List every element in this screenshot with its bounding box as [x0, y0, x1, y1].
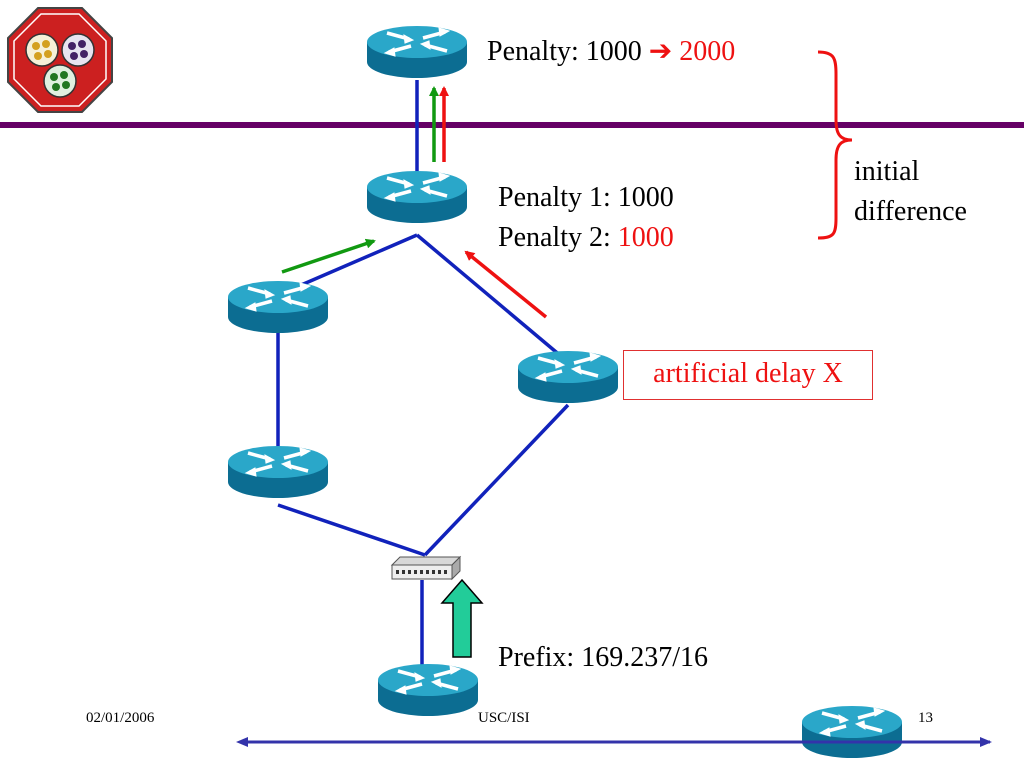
logo-icon: [7, 7, 113, 113]
penalty2-label: Penalty 2: 1000: [498, 222, 674, 254]
network-links: [276, 80, 570, 675]
timeline-start-arrow: [236, 737, 248, 747]
penalty-arrow-icon: ➔: [648, 36, 673, 67]
router-icon: [365, 169, 469, 225]
router-icon: [226, 444, 330, 500]
penalty2-value: 1000: [617, 222, 674, 253]
top-penalty-new: 2000: [679, 36, 736, 67]
green-update-arrow-left: [281, 238, 376, 274]
initial-difference-line1: initial: [854, 156, 920, 187]
penalty2-prefix: Penalty 2:: [498, 222, 618, 253]
red-update-arrow-right: [464, 250, 548, 319]
router-icon: [376, 662, 480, 718]
link-mid-right: [415, 233, 570, 364]
prefix-arrow-icon: [440, 578, 484, 658]
router-icon: [516, 349, 620, 405]
top-penalty-label: Penalty: 1000 ➔ 2000: [487, 36, 735, 68]
switch-icon: [390, 555, 462, 581]
prefix-label: Prefix: 169.237/16: [498, 642, 708, 673]
penalty1-label: Penalty 1: 1000: [498, 182, 674, 213]
artificial-delay-label: artificial delay X: [623, 350, 873, 400]
initial-difference-line2: difference: [854, 196, 967, 227]
router-icon: [226, 279, 330, 335]
footer-org: USC/ISI: [478, 710, 530, 726]
router-icon: [800, 704, 904, 760]
brace-icon: [817, 50, 853, 240]
footer-date: 02/01/2006: [86, 710, 155, 726]
link-left-switch: [277, 503, 426, 557]
router-icon: [365, 24, 469, 80]
top-penalty-old: Penalty: 1000: [487, 36, 642, 67]
link-right-switch: [423, 403, 570, 557]
footer-page-number: 13: [918, 710, 933, 726]
